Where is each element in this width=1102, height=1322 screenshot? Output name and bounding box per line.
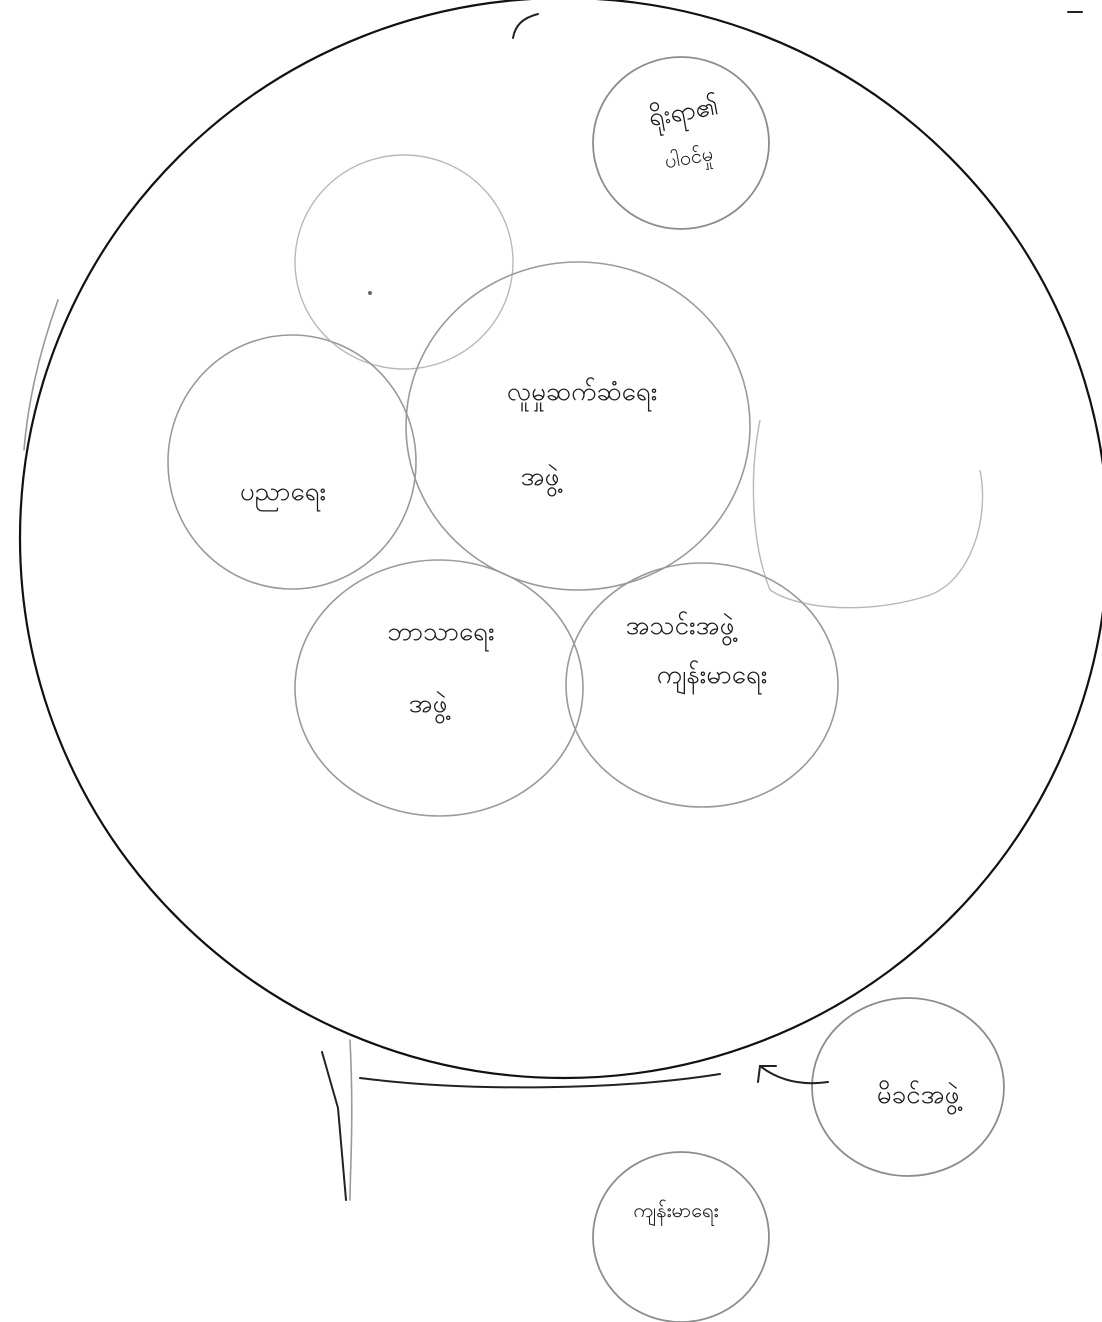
bottom-right-external-circle xyxy=(811,997,1005,1177)
left-circle xyxy=(167,334,417,590)
bottom-vertical-line xyxy=(321,1051,347,1201)
bottom-small-circle xyxy=(592,1151,770,1322)
bottom-left-label-line1: ဘာသာရေး xyxy=(387,617,494,652)
faint-right-partial-circle xyxy=(752,419,984,609)
bottom-small-label: ကျန်းမာရေး xyxy=(633,1198,718,1226)
outer-circle-left-overstroke xyxy=(23,299,59,451)
center-circle xyxy=(405,261,751,591)
top-right-label-line2: ပါဝင်မှု xyxy=(663,141,716,177)
top-right-circle xyxy=(592,56,770,230)
bottom-right-label-line1: အသင်းအဖွဲ့ xyxy=(626,610,738,646)
faint-dot xyxy=(368,291,372,295)
top-left-empty-circle xyxy=(294,154,514,370)
bottom-left-circle xyxy=(294,559,584,817)
bottom-right-circle xyxy=(565,562,839,808)
bottom-vertical-line-faint xyxy=(349,1039,353,1201)
bottom-right-external-label: မိခင်အဖွဲ့ xyxy=(877,1079,963,1115)
bottom-right-label-line2: ကျန်းမာရေး xyxy=(657,659,768,695)
center-label-line2: အဖွဲ့ xyxy=(521,462,563,497)
bottom-left-label-line2: အဖွဲ့ xyxy=(409,689,451,724)
top-right-label-line1: ရိုးရာ၏ xyxy=(646,89,722,138)
center-label-line1: လူမှုဆက်ဆံရေး xyxy=(507,376,658,412)
top-pen-mark xyxy=(512,13,539,39)
pointer-arrow xyxy=(759,1065,829,1085)
outer-community-circle xyxy=(19,0,1102,1079)
left-label: ပညာရေး xyxy=(240,477,326,512)
pointer-arrow-head xyxy=(757,1065,777,1083)
outer-circle-bottom-stroke xyxy=(359,1073,721,1089)
